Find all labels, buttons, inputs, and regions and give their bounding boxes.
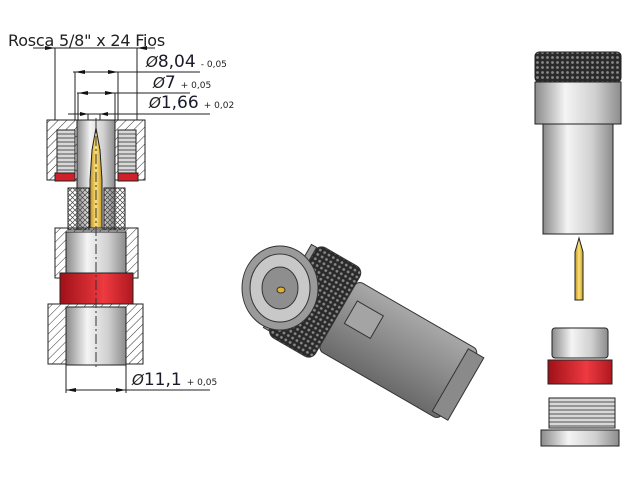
cross-section-view xyxy=(46,118,146,370)
isometric-face xyxy=(241,245,319,331)
dim-7: Ø7 + 0,05 xyxy=(153,73,212,93)
dim-8-04: Ø8,04 - 0,05 xyxy=(146,52,227,72)
dimension-lines xyxy=(33,47,210,393)
exploded-view xyxy=(534,51,622,447)
dim-11-1: Ø11,1 + 0,05 xyxy=(132,370,218,390)
dim-1-66: Ø1,66 + 0,02 xyxy=(149,93,235,113)
thread-spec-label: Rosca 5/8" x 24 Fios xyxy=(8,31,166,50)
